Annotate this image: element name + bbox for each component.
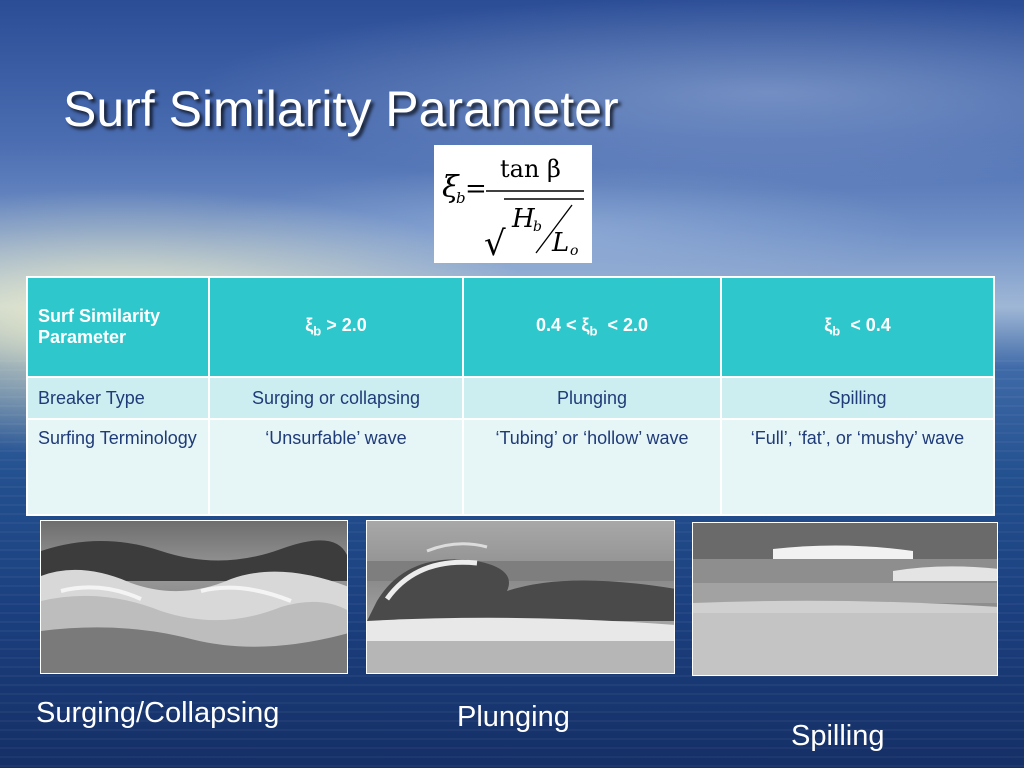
formula-L: L [551,228,569,258]
breaker-table: Surf Similarity Parameter ξb > 2.0 0.4 <… [26,276,995,516]
caption-plunging: Plunging [457,701,570,733]
caption-surging: Surging/Collapsing [36,697,280,729]
formula-H-subscript: b [533,219,542,235]
header-surging: ξb > 2.0 [208,276,464,378]
table-cell: Plunging [462,376,722,420]
formula-numerator: tan β [500,155,561,183]
formula-equals: = [465,174,487,204]
table-row: Surfing Terminology ‘Unsurfable’ wave ‘T… [26,418,995,516]
formula-xi: ξ [442,170,460,205]
table-cell: ‘Tubing’ or ‘hollow’ wave [462,418,722,516]
slide-title: Surf Similarity Parameter [63,81,619,137]
row-label: Surfing Terminology [26,418,210,516]
plunging-wave-photo [366,520,675,674]
header-parameter: Surf Similarity Parameter [26,276,210,378]
table-cell: ‘Full’, ‘fat’, or ‘mushy’ wave [720,418,995,516]
table-cell: ‘Unsurfable’ wave [208,418,464,516]
inner-slash [535,204,573,254]
formula-H: H [511,204,536,234]
formula-xi-subscript: b [456,189,466,207]
header-plunging: 0.4 < ξb < 2.0 [462,276,722,378]
table-header-row: Surf Similarity Parameter ξb > 2.0 0.4 <… [26,276,995,378]
surging-wave-photo [40,520,348,674]
formula-L-subscript: o [570,243,578,259]
row-label: Breaker Type [26,376,210,420]
radical-sign: √ [484,224,506,263]
caption-spilling: Spilling [791,720,885,752]
spilling-wave-photo [692,522,998,676]
table-cell: Spilling [720,376,995,420]
table-row: Breaker Type Surging or collapsing Plung… [26,376,995,420]
formula-box: ξ b = tan β √ H b L o [434,145,592,263]
header-spilling: ξb < 0.4 [720,276,995,378]
table-cell: Surging or collapsing [208,376,464,420]
